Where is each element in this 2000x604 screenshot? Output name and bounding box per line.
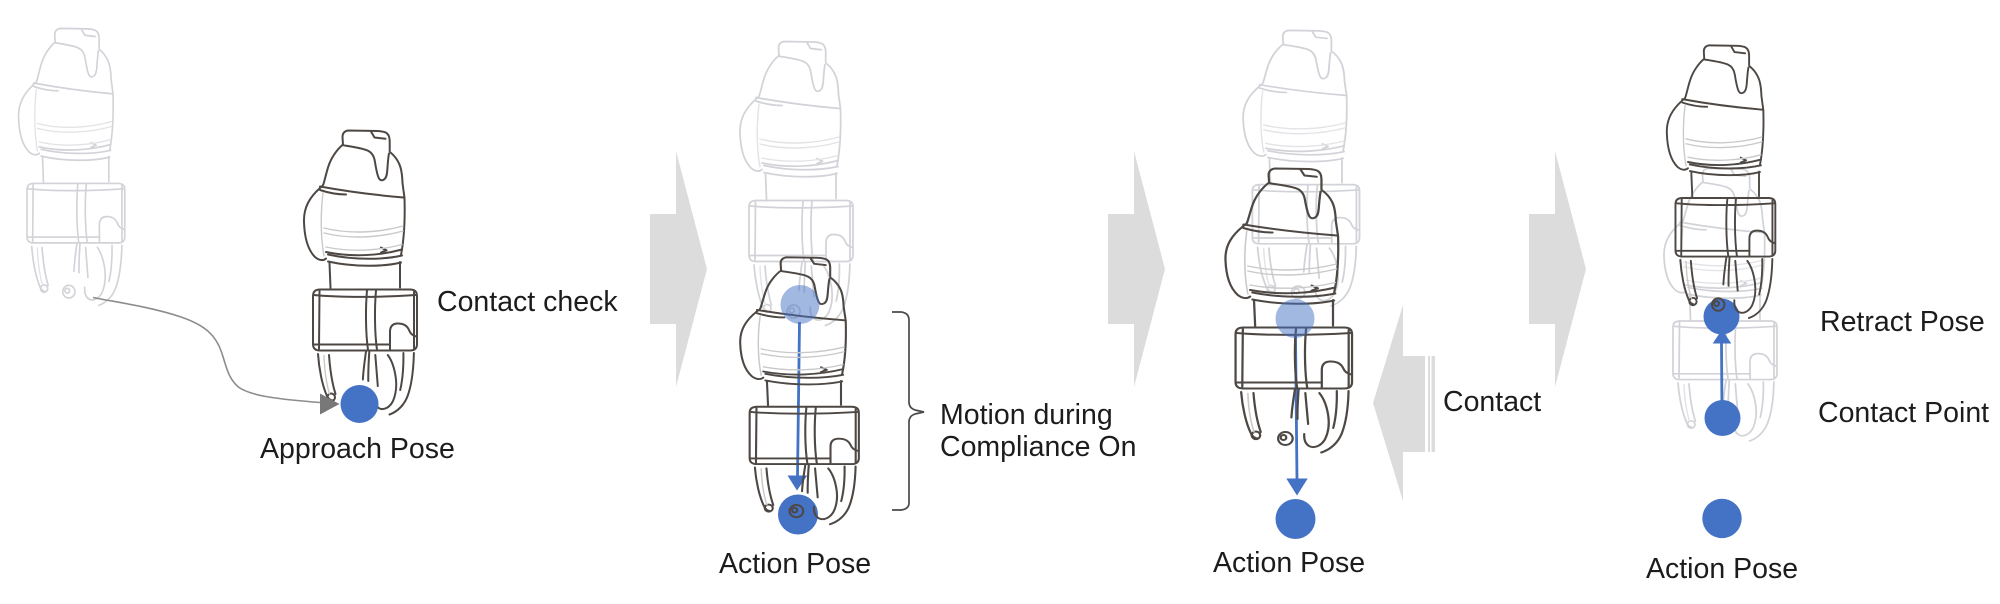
svg-text:Approach Pose: Approach Pose [260, 433, 455, 465]
svg-text:Action Pose: Action Pose [1646, 553, 1798, 585]
svg-text:Contact: Contact [1443, 386, 1541, 418]
svg-text:Compliance On: Compliance On [940, 431, 1136, 463]
svg-text:Contact check: Contact check [437, 286, 618, 318]
svg-text:Retract Pose: Retract Pose [1820, 306, 1985, 338]
svg-text:Action Pose: Action Pose [719, 548, 871, 580]
svg-text:Contact Point: Contact Point [1818, 397, 1989, 429]
svg-text:Motion during: Motion during [940, 399, 1113, 431]
svg-text:Action Pose: Action Pose [1213, 547, 1365, 579]
